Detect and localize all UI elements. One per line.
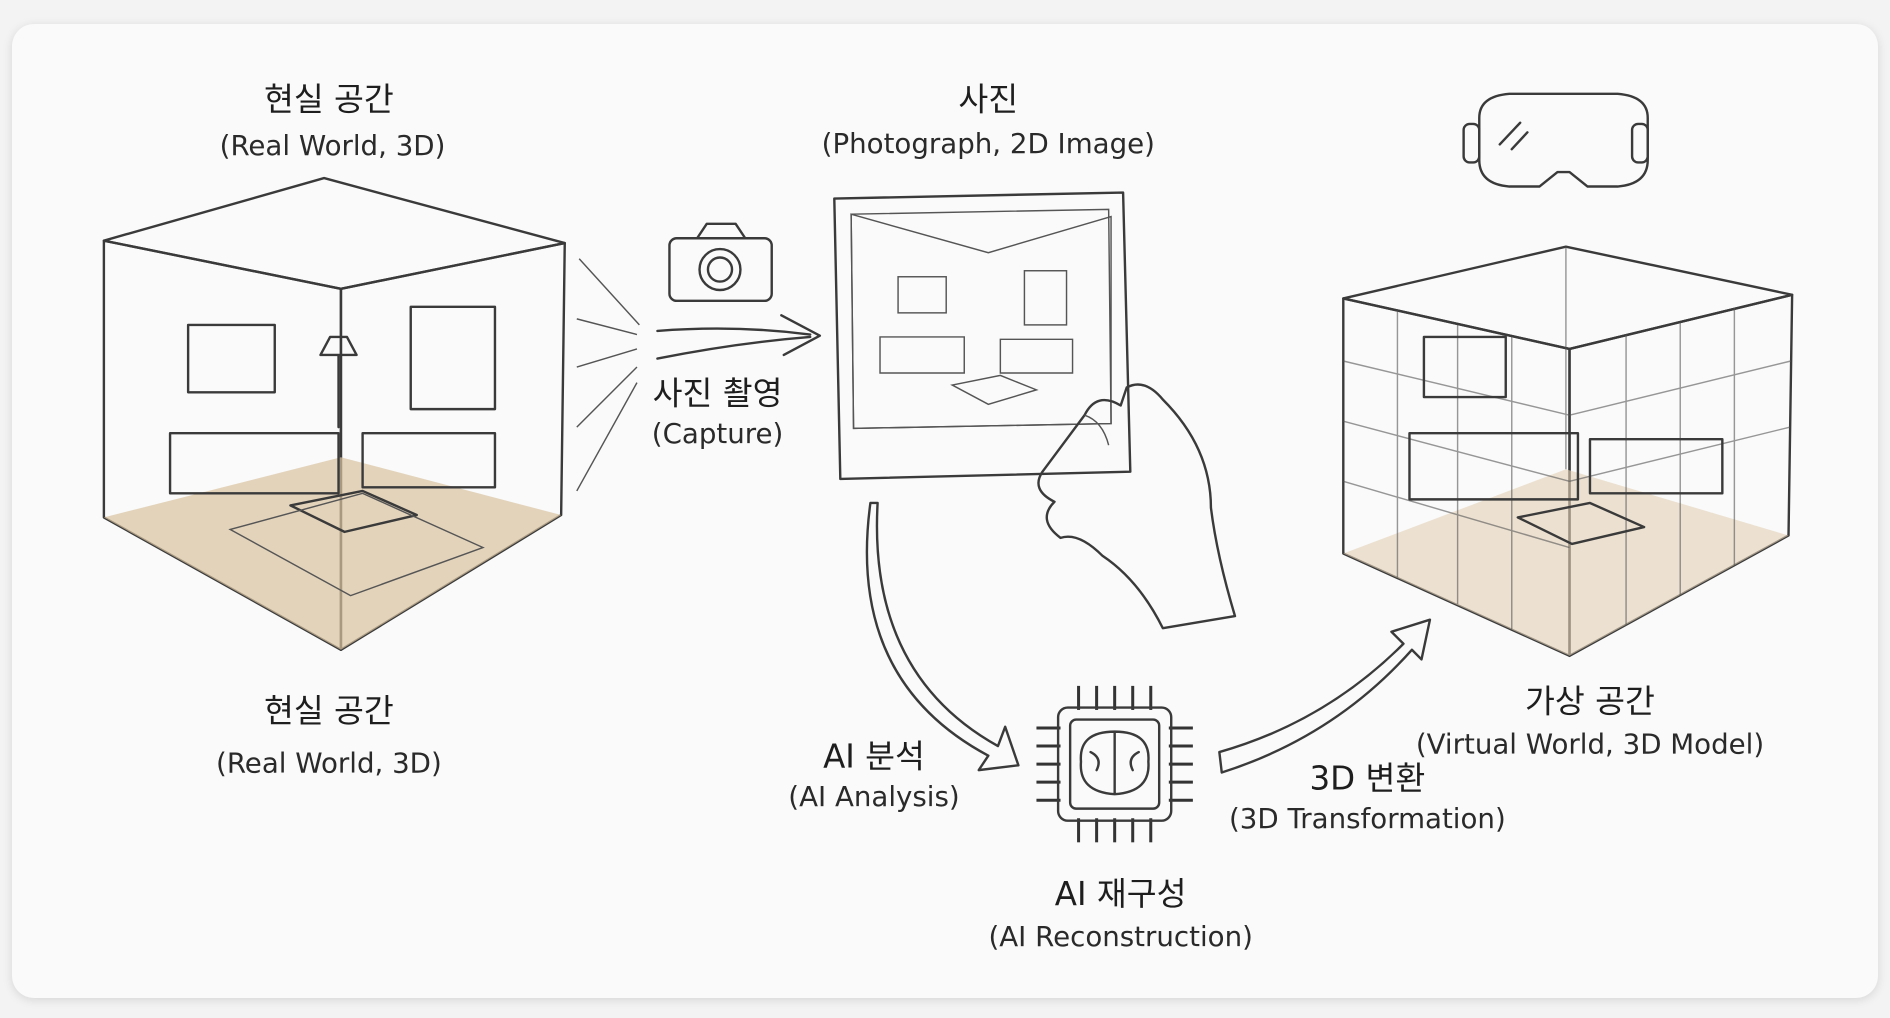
transformation-subtitle: (3D Transformation) [1229, 802, 1506, 835]
capture-subtitle: (Capture) [652, 417, 784, 450]
real-world-room-illustration [102, 176, 566, 651]
transformation-arrow [1218, 618, 1432, 774]
virtual-world-room-illustration [1342, 245, 1794, 658]
photograph-subtitle: (Photograph, 2D Image) [822, 127, 1155, 160]
virtual-world-title: 가상 공간 [1525, 682, 1655, 720]
capture-rays [576, 258, 640, 492]
photograph-title: 사진 [958, 81, 1018, 119]
ai-analysis-title: AI 분석 [823, 738, 925, 776]
real-world-top-subtitle: (Real World, 3D) [220, 129, 446, 162]
real-world-bottom-title: 현실 공간 [264, 692, 394, 730]
camera-icon [668, 222, 773, 303]
ai-chip-brain-icon [1036, 685, 1193, 843]
transformation-title: 3D 변환 [1309, 759, 1425, 797]
capture-arrow [656, 314, 822, 360]
ai-analysis-arrow [865, 501, 1020, 772]
capture-title: 사진 촬영 [653, 374, 783, 412]
vr-headset-icon [1462, 92, 1649, 188]
virtual-world-subtitle: (Virtual World, 3D Model) [1416, 727, 1764, 760]
ai-reconstruction-title: AI 재구성 [1055, 875, 1187, 913]
real-world-bottom-subtitle: (Real World, 3D) [216, 747, 442, 780]
real-world-top-title: 현실 공간 [264, 81, 394, 119]
ai-analysis-subtitle: (AI Analysis) [788, 780, 959, 813]
ai-reconstruction-subtitle: (AI Reconstruction) [988, 920, 1252, 953]
photograph-illustration [833, 191, 1132, 481]
hand-illustration [1037, 383, 1237, 630]
